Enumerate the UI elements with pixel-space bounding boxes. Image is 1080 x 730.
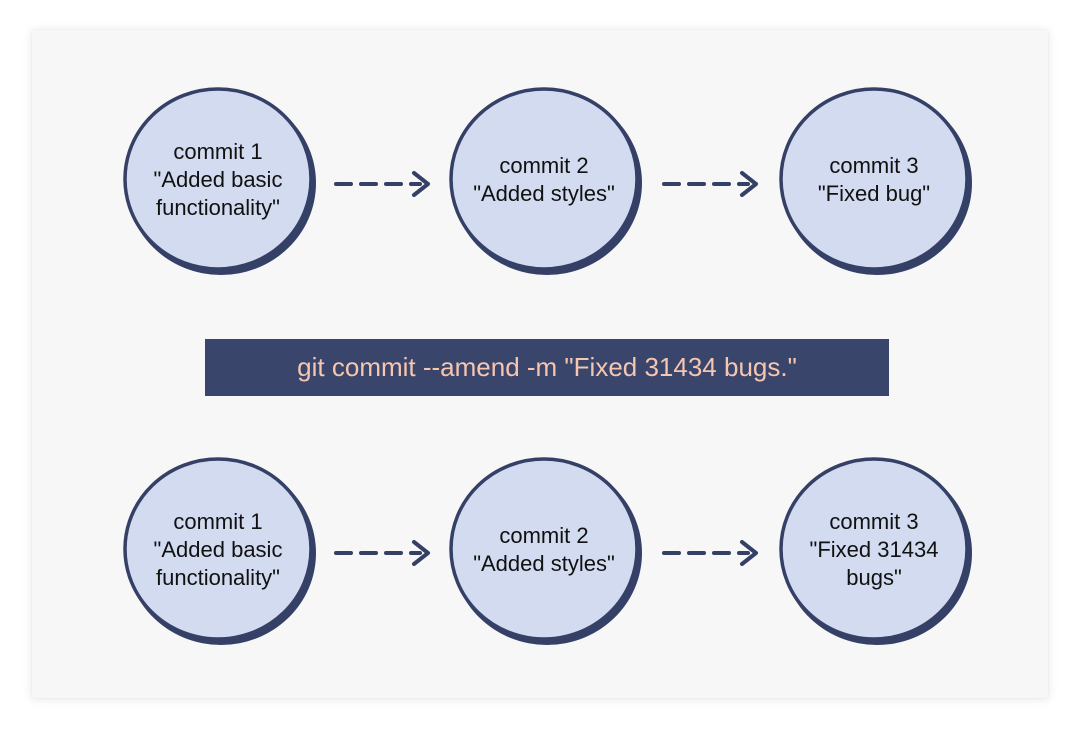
- commit-circle-icon: [123, 87, 316, 275]
- commit-message-line: "Fixed 31434: [809, 537, 939, 562]
- after-commit-3-node: commit 3 "Fixed 31434 bugs": [776, 453, 972, 647]
- commit-circle-icon: [779, 87, 972, 275]
- before-commit-3-node: commit 3 "Fixed bug": [776, 83, 972, 277]
- commit-label: commit 1 "Added basic functionality": [126, 453, 310, 647]
- commit-name: commit 3: [829, 153, 919, 178]
- dashed-arrow-icon: [334, 540, 430, 566]
- commit-name: commit 1: [173, 509, 263, 534]
- commit-circle-icon: [449, 457, 642, 645]
- commit-message-line: "Added styles": [473, 181, 615, 206]
- commit-name: commit 2: [499, 523, 589, 548]
- dashed-arrow-icon: [662, 171, 758, 197]
- dashed-arrow-icon: [662, 540, 758, 566]
- commit-label: commit 1 "Added basic functionality": [126, 83, 310, 277]
- commit-message-line: functionality": [156, 565, 280, 590]
- git-command-banner: git commit --amend -m "Fixed 31434 bugs.…: [205, 339, 889, 396]
- commit-circle-icon: [779, 457, 972, 645]
- commit-message-line: "Added basic: [153, 537, 283, 562]
- dashed-arrow-icon: [334, 171, 430, 197]
- commit-message-line: functionality": [156, 195, 280, 220]
- before-commit-1-node: commit 1 "Added basic functionality": [120, 83, 316, 277]
- commit-message-line: "Added basic: [153, 167, 283, 192]
- after-commit-1-node: commit 1 "Added basic functionality": [120, 453, 316, 647]
- commit-name: commit 3: [829, 509, 919, 534]
- after-commit-2-node: commit 2 "Added styles": [446, 453, 642, 647]
- commit-message-line: "Fixed bug": [817, 181, 931, 206]
- commit-label: commit 3 "Fixed bug": [782, 83, 966, 277]
- commit-message-line: "Added styles": [473, 551, 615, 576]
- commit-circle-icon: [123, 457, 316, 645]
- commit-message-line: bugs": [846, 565, 902, 590]
- commit-circle-icon: [449, 87, 642, 275]
- commit-name: commit 1: [173, 139, 263, 164]
- commit-label: commit 2 "Added styles": [452, 453, 636, 647]
- commit-label: commit 3 "Fixed 31434 bugs": [782, 453, 966, 647]
- commit-name: commit 2: [499, 153, 589, 178]
- commit-label: commit 2 "Added styles": [452, 83, 636, 277]
- before-commit-2-node: commit 2 "Added styles": [446, 83, 642, 277]
- git-command-text: git commit --amend -m "Fixed 31434 bugs.…: [297, 352, 797, 382]
